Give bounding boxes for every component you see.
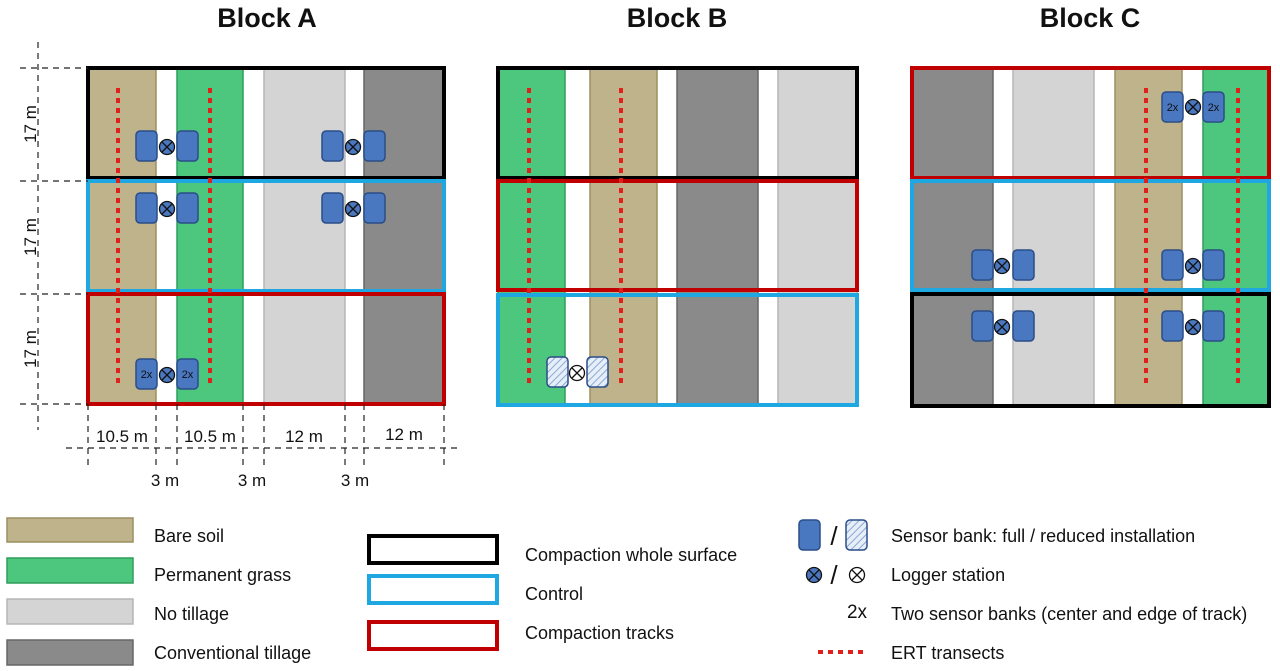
- legend-swatch-no-tillage: [6, 598, 134, 625]
- sensor-bank-icon: [321, 130, 344, 162]
- legend-label-two-x: Two sensor banks (center and edge of tra…: [891, 604, 1247, 624]
- sensor-bank-2x-icon: [135, 358, 158, 390]
- block-c-strip-no-tillage: [1012, 67, 1095, 407]
- block-a-strip-bare-soil: [87, 67, 157, 405]
- block-c-strip-bare-soil: [1114, 67, 1183, 407]
- two-x-symbol: 2x: [847, 602, 868, 623]
- slash-separator: /: [830, 560, 838, 590]
- block-a-plot-compaction-whole-surface: [86, 66, 446, 180]
- gap-width-label: 3 m: [238, 471, 266, 490]
- block-a-title: Block A: [217, 3, 317, 33]
- sensor-bank-icon: [971, 310, 994, 342]
- strip-width-label: 12 m: [285, 427, 323, 446]
- legend-surface: Bare soil Permanent grass No tillage Con…: [6, 517, 311, 666]
- sensor-bank-reduced-icon: [546, 356, 569, 388]
- block-b-strip-conventional-tillage: [676, 67, 759, 406]
- sensor-bank-icon: [321, 192, 344, 224]
- legend-treatments: Compaction whole surface Control Compact…: [367, 534, 737, 651]
- legend-symbols: / Sensor bank: full / reduced installati…: [798, 519, 1247, 663]
- gap-width-label: 3 m: [151, 471, 179, 490]
- legend-label-no-tillage: No tillage: [154, 604, 229, 624]
- legend-swatch-compaction-tracks: [367, 620, 499, 651]
- legend-label-conventional-tillage: Conventional tillage: [154, 643, 311, 663]
- block-a-strip-no-tillage: [263, 67, 346, 405]
- block-c-plot-control: [910, 179, 1271, 292]
- sensor-bank-reduced-icon: [586, 356, 609, 388]
- sensor-bank-icon: [1202, 249, 1225, 281]
- legend-swatch-compaction-whole-surface: [367, 534, 499, 565]
- legend-label-ert: ERT transects: [891, 643, 1004, 663]
- block-a-plot-control: [86, 179, 446, 293]
- sensor-bank-icon: [1202, 310, 1225, 342]
- sensor-bank-icon: [1161, 310, 1184, 342]
- sensor-bank-icon: [176, 192, 199, 224]
- sensor-bank-2x-icon: [1202, 91, 1225, 123]
- row-height-label: 17 m: [21, 218, 40, 256]
- sensor-stations: 2x 2x 2x 2x: [135, 91, 1225, 390]
- two-x-label: 2x: [1208, 102, 1220, 114]
- two-x-label: 2x: [182, 369, 194, 381]
- sensor-bank-icon: [798, 519, 821, 551]
- block-a-plot-compaction-tracks: [86, 292, 446, 406]
- block-c-title: Block C: [1040, 3, 1141, 33]
- legend-label-permanent-grass: Permanent grass: [154, 565, 291, 585]
- legend-label-compaction-tracks: Compaction tracks: [525, 623, 674, 643]
- block-c-plots: [910, 66, 1271, 408]
- block-b-strip-permanent-grass: [497, 67, 566, 406]
- dimension-lines: [20, 42, 460, 466]
- legend-swatch-bare-soil: [6, 517, 134, 543]
- row-height-label: 17 m: [21, 105, 40, 143]
- sensor-bank-2x-icon: [1161, 91, 1184, 123]
- strip-width-label: 10.5 m: [96, 427, 148, 446]
- block-a-strip-conventional-tillage: [363, 67, 445, 405]
- legend-label-control: Control: [525, 584, 583, 604]
- sensor-bank-icon: [1012, 249, 1035, 281]
- sensor-bank-icon: [135, 192, 158, 224]
- sensor-bank-icon: [176, 130, 199, 162]
- block-b-title: Block B: [627, 3, 728, 33]
- legend-label-logger: Logger station: [891, 565, 1005, 585]
- sensor-bank-icon: [363, 130, 386, 162]
- block-b-plot-control: [496, 293, 859, 407]
- sensor-bank-icon: [135, 130, 158, 162]
- two-x-label: 2x: [1167, 102, 1179, 114]
- slash-separator: /: [830, 521, 838, 551]
- block-b-plots: [496, 66, 859, 407]
- sensor-bank-2x-icon: [176, 358, 199, 390]
- legend-label-compaction-whole-surface: Compaction whole surface: [525, 545, 737, 565]
- strip-width-label: 10.5 m: [184, 427, 236, 446]
- block-c-strip-conventional-tillage: [911, 67, 994, 407]
- block-b-plot-compaction-whole-surface: [496, 66, 859, 180]
- block-b-strip-no-tillage: [777, 67, 858, 406]
- legend-swatch-conventional-tillage: [6, 639, 134, 666]
- block-b-plot-compaction-tracks: [496, 179, 859, 292]
- block-c-plot-compaction-whole-surface: [910, 292, 1271, 408]
- legend-label-bare-soil: Bare soil: [154, 526, 224, 546]
- block-c-plot-compaction-tracks: [910, 66, 1271, 180]
- two-x-label: 2x: [141, 369, 153, 381]
- sensor-bank-icon: [1012, 310, 1035, 342]
- block-a-plots: [86, 66, 446, 406]
- sensor-bank-icon: [363, 192, 386, 224]
- legend-swatch-control: [367, 574, 499, 605]
- strip-width-label: 12 m: [385, 425, 423, 444]
- row-height-label: 17 m: [21, 330, 40, 368]
- block-b-strip-bare-soil: [589, 67, 658, 406]
- sensor-bank-icon: [971, 249, 994, 281]
- sensor-bank-icon: [1161, 249, 1184, 281]
- gap-width-label: 3 m: [341, 471, 369, 490]
- legend-swatch-permanent-grass: [6, 557, 134, 584]
- sensor-bank-reduced-icon: [845, 519, 868, 551]
- legend-label-sensor-bank: Sensor bank: full / reduced installation: [891, 526, 1195, 546]
